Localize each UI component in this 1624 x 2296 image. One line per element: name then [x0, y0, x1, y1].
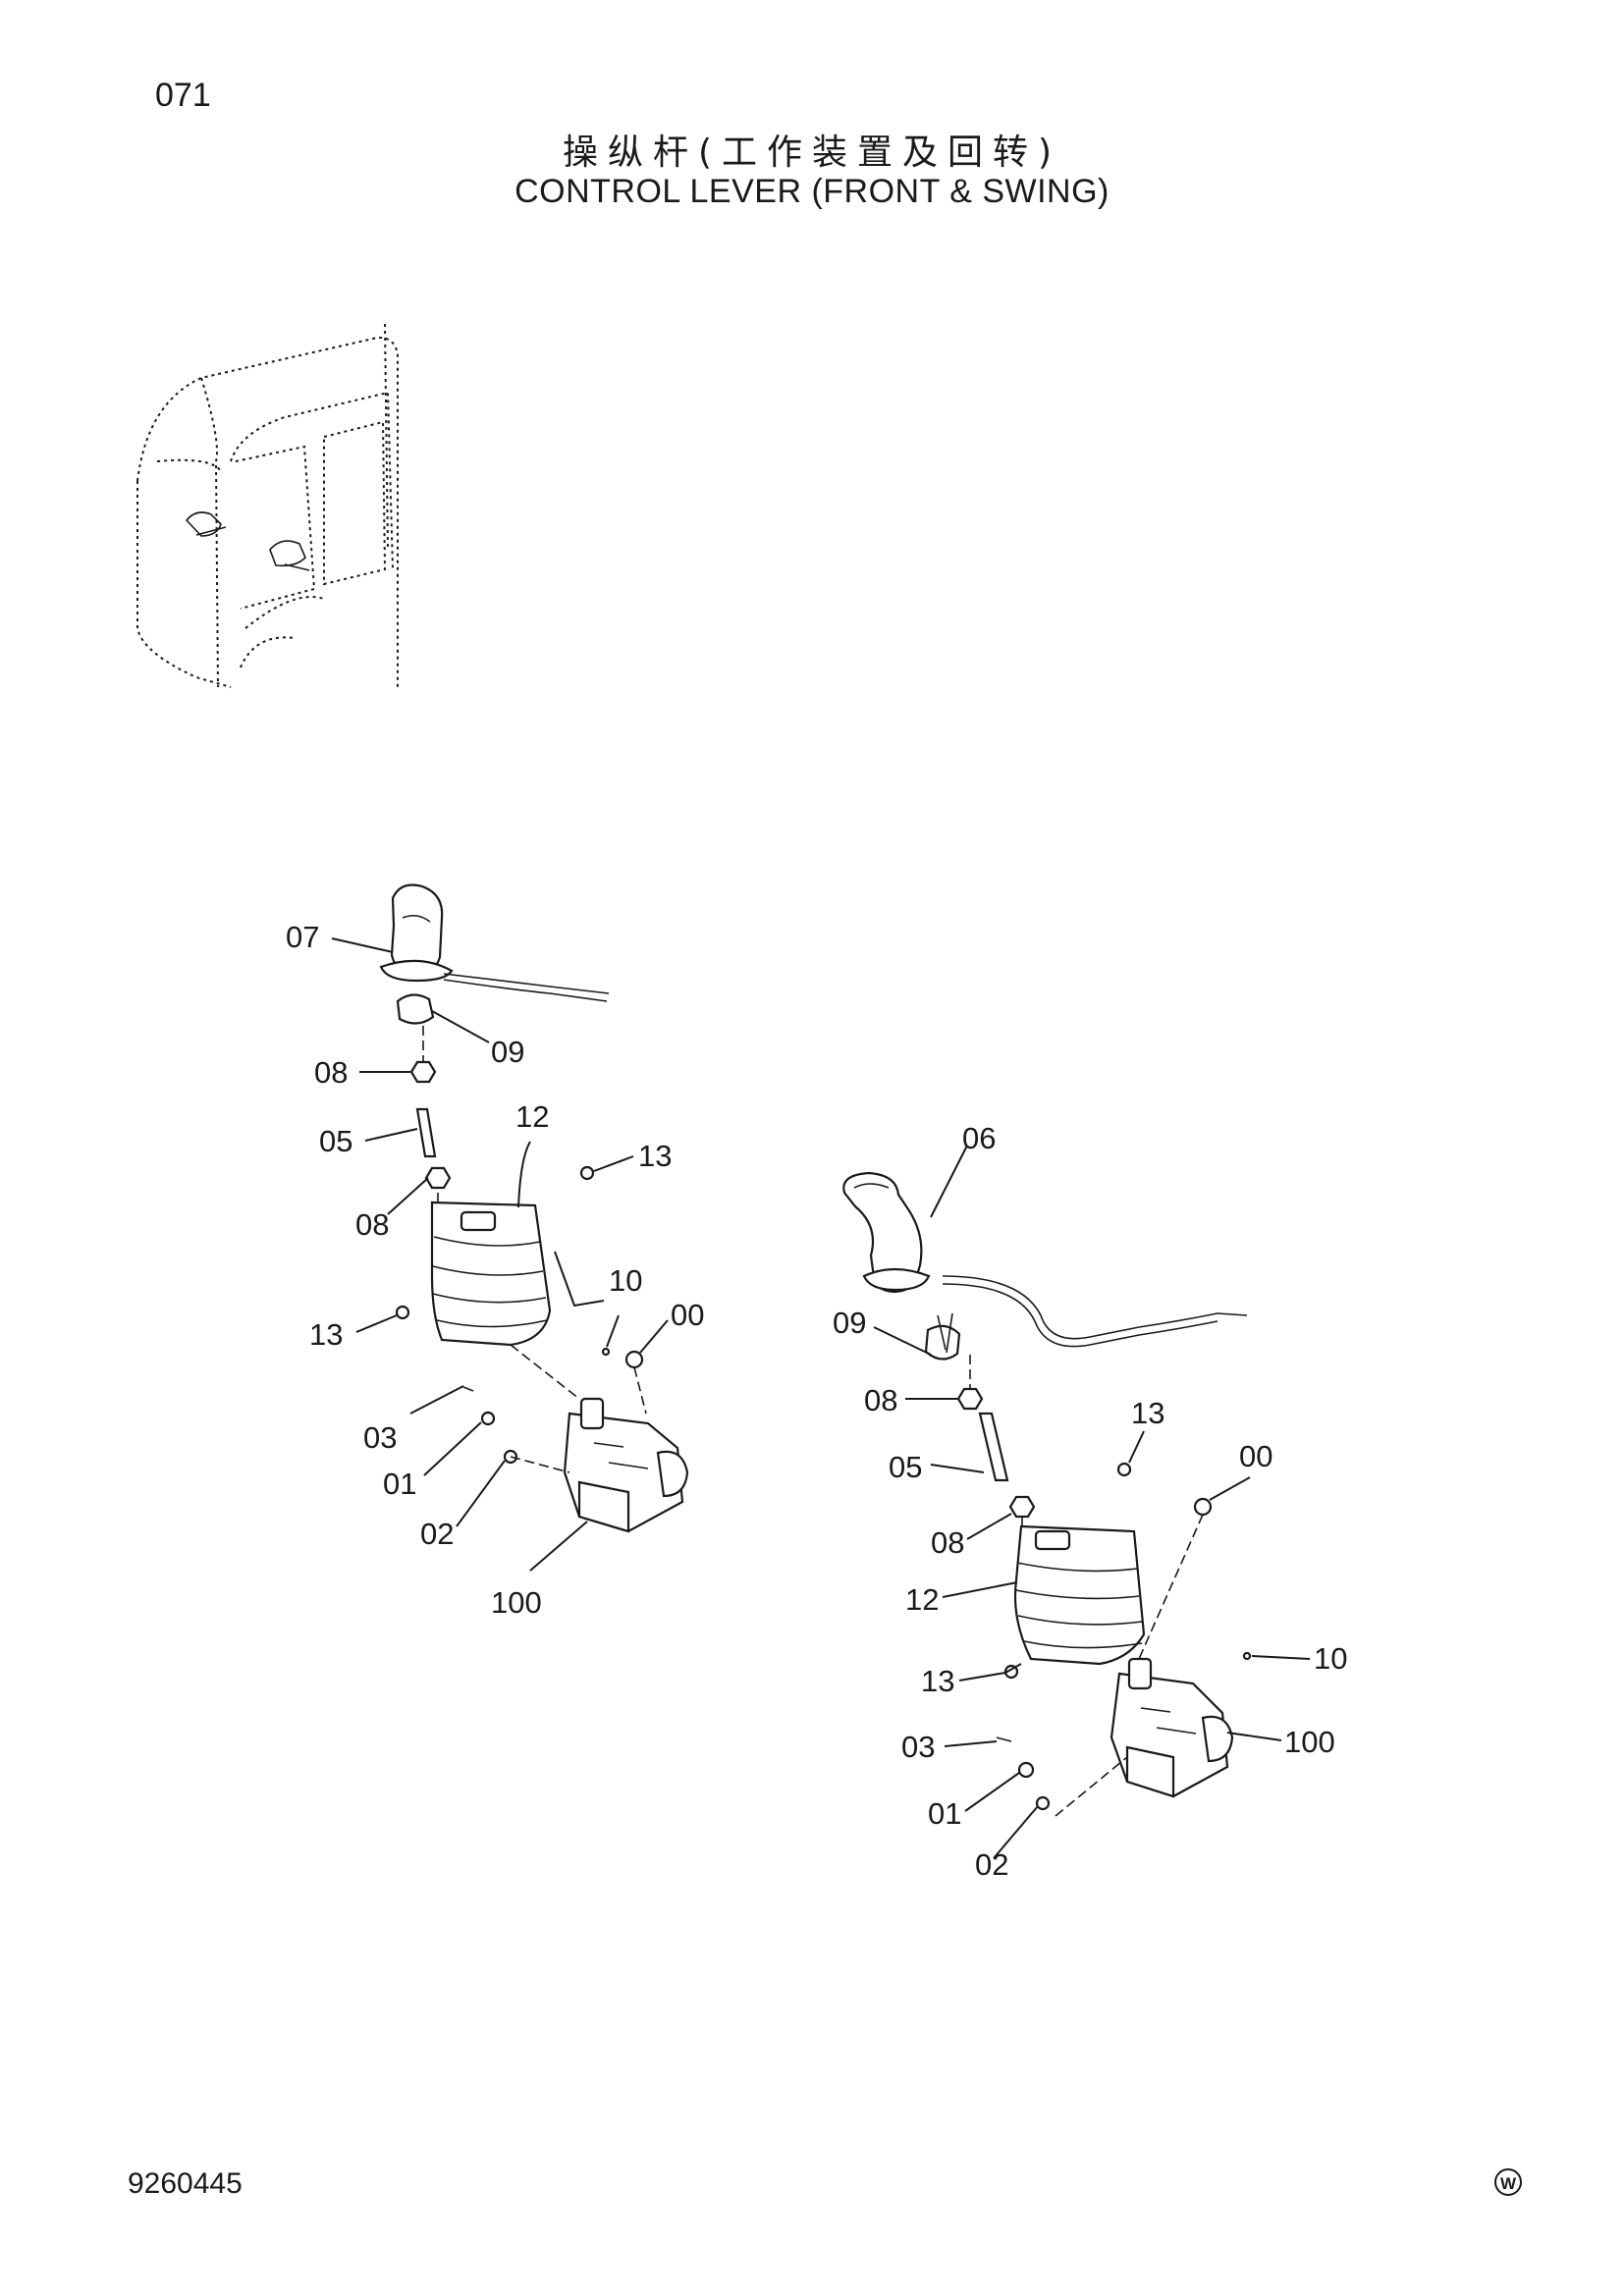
label-13-right-upper: 13 — [1131, 1396, 1164, 1430]
left-lever-assembly — [379, 883, 689, 1533]
label-09-left: 09 — [491, 1035, 524, 1069]
cab-locator-sketch — [136, 323, 399, 688]
label-05-right: 05 — [889, 1450, 922, 1484]
label-13-left-lower: 13 — [309, 1317, 343, 1352]
label-00-right: 00 — [1239, 1439, 1272, 1473]
label-10-left: 10 — [609, 1263, 642, 1298]
label-10-right: 10 — [1314, 1641, 1347, 1676]
label-05-left: 05 — [319, 1124, 352, 1158]
label-02-right: 02 — [975, 1847, 1008, 1882]
label-12-right: 12 — [905, 1582, 939, 1617]
label-08-left-lower: 08 — [355, 1207, 389, 1242]
label-01-right: 01 — [928, 1796, 961, 1831]
label-07-left: 07 — [286, 920, 319, 954]
label-13-right-lower: 13 — [921, 1664, 954, 1698]
title-english: CONTROL LEVER (FRONT & SWING) — [514, 173, 1110, 210]
label-00-left: 00 — [671, 1298, 704, 1332]
document-number: 9260445 — [128, 2167, 243, 2200]
right-lever-assembly — [842, 1171, 1252, 1817]
label-08-right-upper: 08 — [864, 1383, 897, 1417]
label-02-left: 02 — [420, 1517, 454, 1551]
label-09-right: 09 — [833, 1306, 866, 1340]
title-chinese: 操纵杆(工作装置及回转) — [562, 133, 1062, 173]
label-08-left-upper: 08 — [314, 1055, 348, 1090]
label-03-left: 03 — [363, 1420, 397, 1455]
brand-logo-icon: W — [1494, 2168, 1522, 2196]
leader-lines — [331, 937, 1311, 1859]
left-assembly-labels: 07 09 08 05 12 13 08 13 10 00 03 01 02 1… — [286, 920, 704, 1620]
page-number: 071 — [155, 77, 211, 114]
right-assembly-labels: 06 09 08 13 05 00 08 12 10 13 100 03 01 … — [833, 1121, 1347, 1882]
label-100-left: 100 — [491, 1585, 542, 1620]
label-06-right: 06 — [962, 1121, 996, 1155]
label-01-left: 01 — [383, 1467, 416, 1501]
label-03-right: 03 — [901, 1730, 935, 1764]
label-08-right-lower: 08 — [931, 1525, 964, 1560]
label-100-right: 100 — [1284, 1725, 1335, 1759]
label-13-left-upper: 13 — [638, 1139, 672, 1173]
label-12-left: 12 — [515, 1099, 549, 1134]
